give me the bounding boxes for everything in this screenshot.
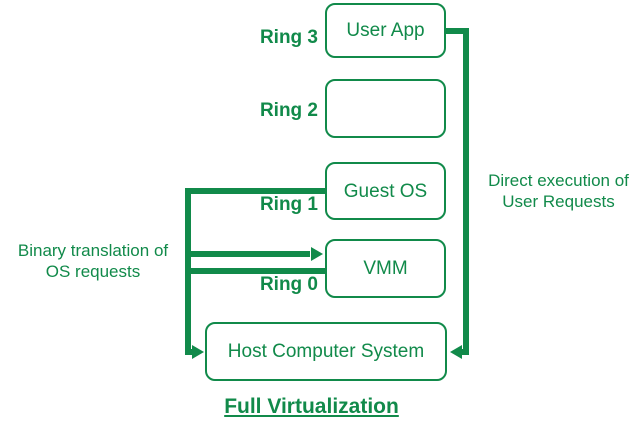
ring-2-label: Ring 2 — [259, 100, 318, 121]
arrowhead-into-host-left-icon — [192, 345, 204, 359]
ring-1-label: Ring 1 — [259, 194, 318, 215]
arrowhead-into-host-right-icon — [450, 345, 462, 359]
ring-3-label: Ring 3 — [259, 27, 318, 48]
guest-os-box: Guest OS — [325, 162, 446, 220]
arrowhead-into-vmm-icon — [311, 247, 323, 261]
direct-execution-connector-line — [446, 28, 469, 355]
vmm-box: VMM — [325, 239, 446, 298]
diagram-title: Full Virtualization — [224, 395, 399, 418]
direct-execution-annotation: Direct execution of User Requests — [488, 171, 629, 211]
binary-translation-annotation: Binary translation of OS requests — [17, 241, 169, 281]
user-app-box: User App — [325, 3, 446, 58]
ring-0-label: Ring 0 — [259, 274, 318, 295]
host-computer-system-box: Host Computer System — [205, 322, 447, 381]
ring-2-empty-box — [325, 79, 446, 138]
